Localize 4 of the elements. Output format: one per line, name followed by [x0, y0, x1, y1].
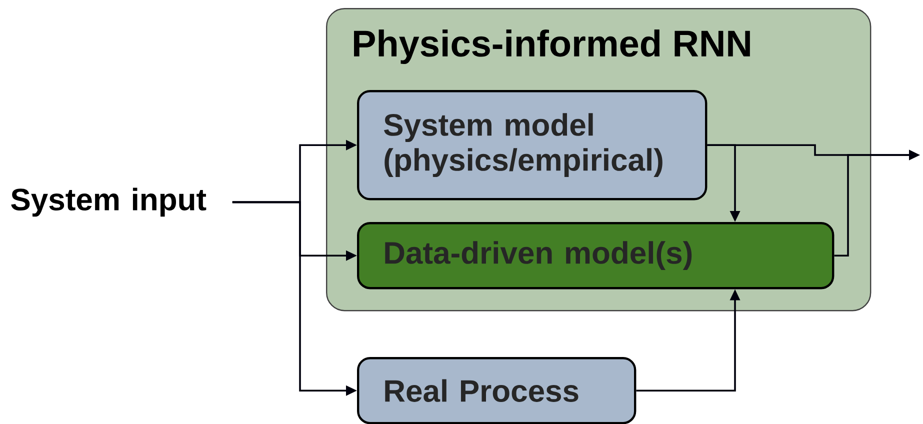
input-label: System input [11, 188, 206, 217]
process-box: Data-driven model(s) [357, 222, 834, 290]
process-box: Real Process [357, 357, 636, 424]
process-box: System model (physics/empirical) [357, 90, 708, 200]
